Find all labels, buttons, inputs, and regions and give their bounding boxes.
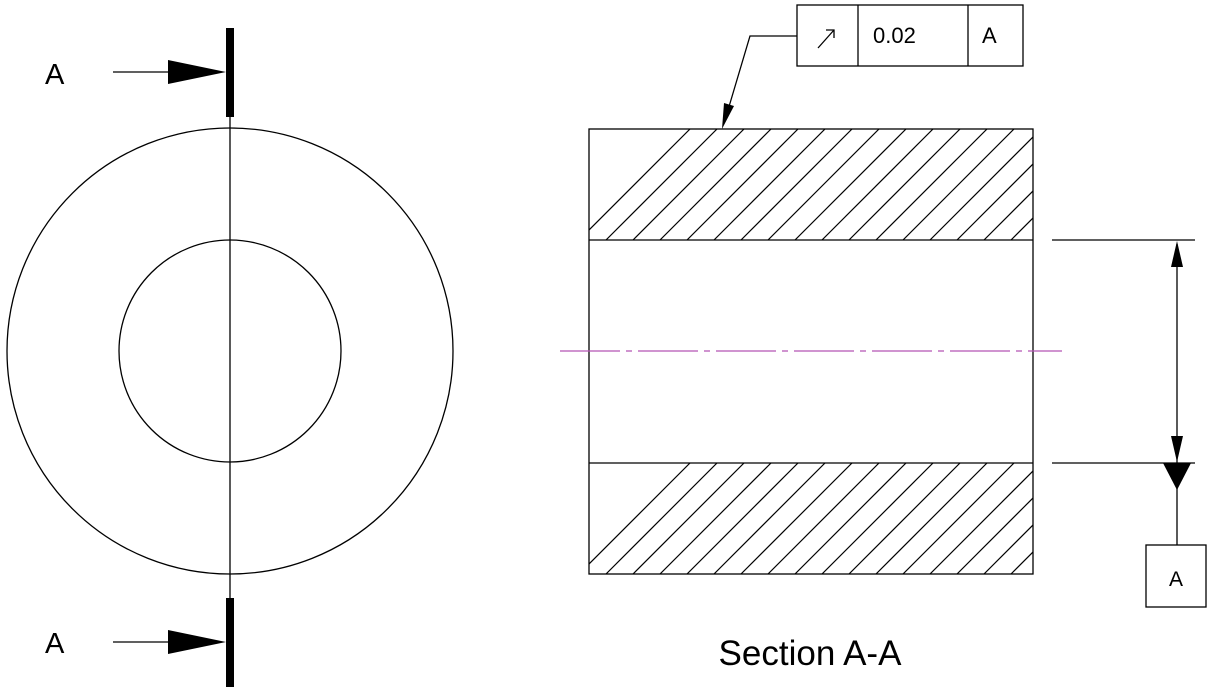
hatch-top-line [767,129,880,240]
hatch-bottom-line [605,463,718,574]
hatch-top-line [1146,129,1213,240]
hatch-bottom-line [848,463,961,574]
hatch-top [589,129,1213,240]
datum-box [1145,544,1207,608]
hatch-top-line [821,129,934,240]
hatch-bottom-line [794,463,907,574]
hatch-top-line [605,129,718,240]
hatch-bottom-line [875,463,988,574]
end-view [6,115,454,600]
hatch-bottom-line [713,463,826,574]
hatch-top-line [956,163,1033,240]
hatch-bottom-line [902,463,1015,574]
hatch-bottom-line [686,463,799,574]
datum-feature: A [1052,239,1207,608]
hatch-bottom-line [659,463,772,574]
hatch-top-line [929,136,1033,240]
fcf-leader [727,35,797,111]
hatch-bottom-line [1065,463,1176,574]
datum-triangle [1163,463,1191,490]
hatch-bottom-line [929,470,1033,574]
cutting-plane-end-top [226,28,234,117]
hatch-bottom-line [821,463,934,574]
dimension-arrowhead-bottom [1171,436,1183,462]
datum-label: A [1169,568,1183,591]
dimension-arrowhead-top [1171,241,1183,267]
section-letter-top: A [45,59,65,91]
section-marker-bottom: A [45,598,234,687]
hatch-bottom-line [983,524,1033,574]
hatch-bottom-line [589,463,691,565]
hatch-bottom-line [740,463,853,574]
hatch-top-line [589,129,691,231]
hatch-top-line [983,190,1033,240]
hatch-top-line [902,129,1015,240]
hatch-bottom-line [1092,463,1203,574]
section-letter-bottom: A [45,628,65,660]
hatch-top-line [740,129,853,240]
hatch-bottom [589,463,1213,574]
cutting-plane-end-bottom [226,598,234,687]
section-view [560,128,1213,575]
hatch-top-line [632,129,745,240]
hatch-bottom-line [1119,463,1213,574]
section-arrowhead-top [168,60,226,84]
hatch-top-line [848,129,961,240]
hatch-bottom-line [632,463,745,574]
hatch-bottom-line [956,497,1033,574]
hatch-bottom-line [1038,463,1149,574]
hatch-top-line [794,129,907,240]
hatch-top-line [686,129,799,240]
section-marker-top: A [45,28,234,117]
hatch-top-line [1010,217,1033,240]
hatch-top-line [1038,129,1149,240]
hatch-bottom-line [767,463,880,574]
fcf-leader-arrowhead [722,103,734,129]
fcf-datum: A [982,23,997,48]
hatch-top-line [1119,129,1213,240]
section-title: Section A-A [719,634,903,673]
hatch-top-line [875,129,988,240]
feature-control-frame: 0.02 A [722,4,1024,129]
hatch-top-line [1065,129,1176,240]
hatch-bottom-line [1010,551,1033,574]
section-arrowhead-bottom [168,630,226,654]
fcf-tolerance: 0.02 [873,23,916,48]
hatch-top-line [713,129,826,240]
hatch-top-line [659,129,772,240]
circular-runout-icon [817,29,835,49]
hatch-top-line [1092,129,1203,240]
